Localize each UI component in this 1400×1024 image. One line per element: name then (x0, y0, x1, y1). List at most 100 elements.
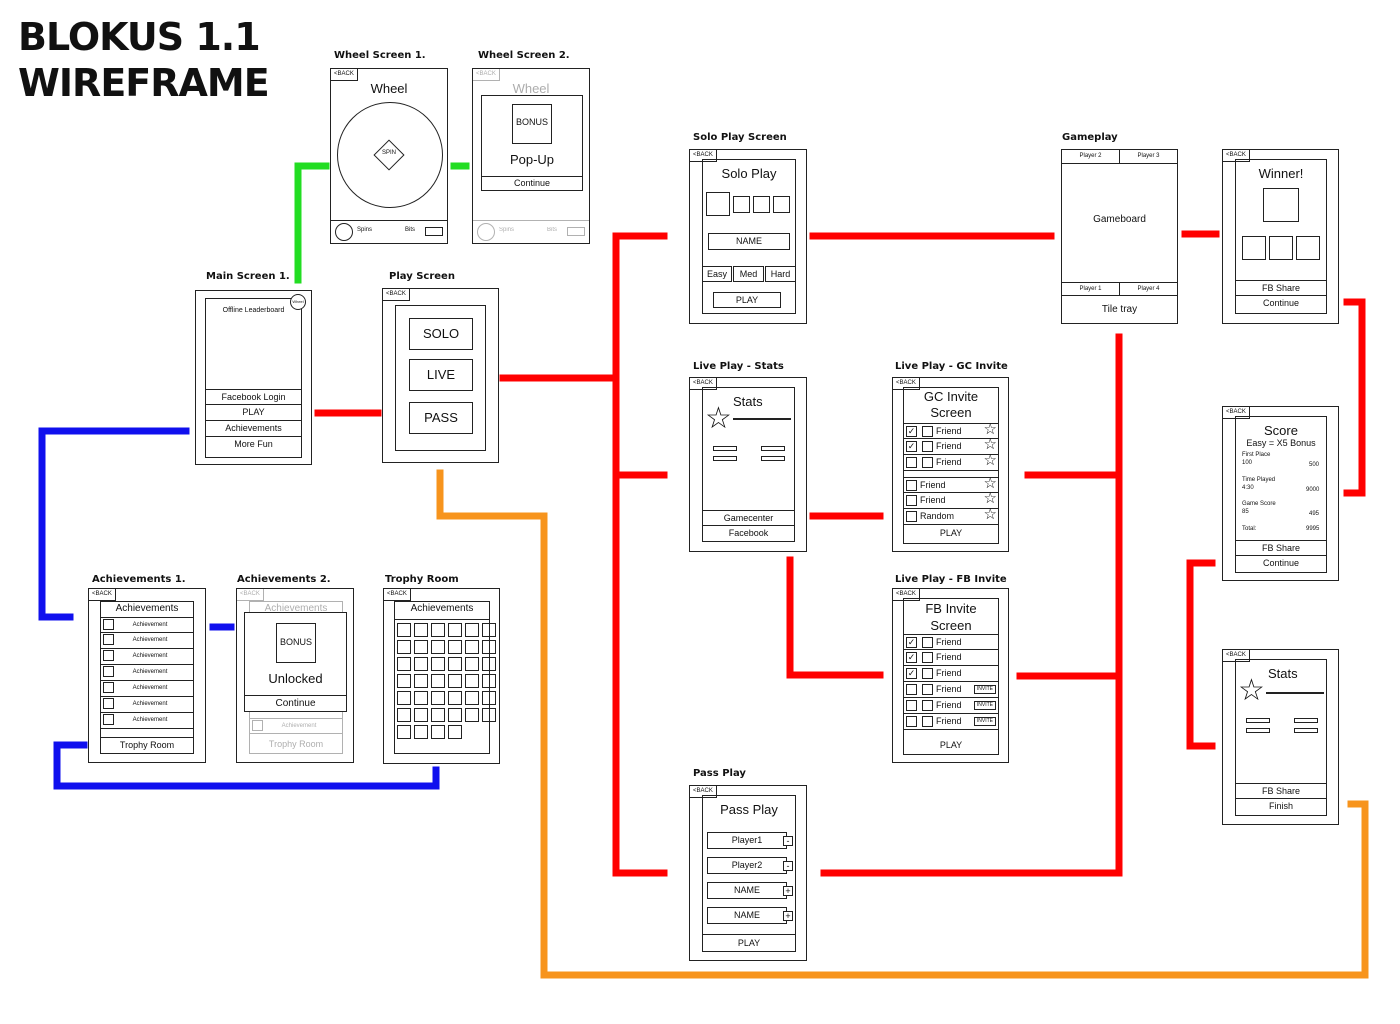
trophy-slot[interactable] (414, 640, 428, 654)
trophy-slot[interactable] (448, 623, 462, 637)
trophy-slot[interactable] (482, 691, 496, 705)
name-field[interactable]: NAME (707, 907, 787, 924)
trophy-slot[interactable] (431, 691, 445, 705)
facebook-button[interactable]: Facebook (728, 528, 769, 538)
trophy-slot[interactable] (482, 640, 496, 654)
back-button[interactable]: <BACK (892, 377, 920, 390)
trophy-slot[interactable] (448, 725, 462, 739)
trophy-slot[interactable] (431, 674, 445, 688)
checkbox[interactable] (922, 426, 933, 438)
continue-button[interactable]: Continue (244, 695, 347, 712)
trophy-slot[interactable] (465, 640, 479, 654)
continue-button[interactable]: Continue (1262, 298, 1300, 308)
check-icon[interactable]: ✓ (906, 441, 917, 453)
check-icon[interactable]: ✓ (906, 668, 917, 680)
trophy-slot[interactable] (397, 708, 411, 722)
trophy-slot[interactable] (397, 725, 411, 739)
check-icon[interactable]: ✓ (906, 426, 917, 438)
trophy-slot[interactable] (431, 708, 445, 722)
friend-row[interactable]: ✓Friend☆ (904, 437, 998, 455)
trophy-slot[interactable] (431, 623, 445, 637)
gameboard[interactable]: Gameboard (1093, 214, 1146, 225)
play-button[interactable]: PLAY (713, 292, 781, 308)
trophy-slot[interactable] (414, 674, 428, 688)
play-button[interactable]: PLAY (939, 528, 963, 538)
random-row[interactable]: Random☆ (904, 507, 998, 525)
trophy-slot[interactable] (482, 708, 496, 722)
trophy-slot[interactable] (397, 674, 411, 688)
trophy-slot[interactable] (465, 657, 479, 671)
check-icon[interactable]: ✓ (906, 637, 917, 649)
remove-player-button[interactable]: - (783, 836, 793, 846)
trophy-room-button[interactable]: Trophy Room (101, 737, 193, 753)
checkbox[interactable] (922, 684, 933, 696)
trophy-slot[interactable] (465, 623, 479, 637)
trophy-slot[interactable] (397, 691, 411, 705)
trophy-slot[interactable] (431, 640, 445, 654)
friend-row[interactable]: ✓Friend☆ (904, 422, 998, 439)
pass-button[interactable]: PASS (409, 402, 473, 434)
fb-share-button[interactable]: FB Share (1236, 280, 1326, 296)
trophy-slot[interactable] (414, 708, 428, 722)
trophy-slot[interactable] (414, 725, 428, 739)
friend-row[interactable]: ✓Friend (904, 666, 998, 682)
friend-row[interactable]: Friend☆ (904, 476, 998, 493)
checkbox[interactable] (906, 511, 917, 523)
checkbox[interactable] (906, 716, 917, 728)
hard-button[interactable]: Hard (765, 266, 796, 282)
med-button[interactable]: Med (733, 266, 764, 282)
trophy-room-button[interactable]: Trophy Room (268, 739, 324, 749)
player2-field[interactable]: Player2 (707, 857, 787, 874)
more-fun-button[interactable]: More Fun (234, 439, 273, 449)
facebook-login-button[interactable]: Facebook Login (206, 389, 301, 405)
trophy-slot[interactable] (448, 708, 462, 722)
invite-button[interactable]: INVITE (973, 701, 996, 710)
solo-button[interactable]: SOLO (409, 318, 473, 350)
wheel-circle[interactable] (337, 102, 443, 208)
add-player-button[interactable]: + (783, 886, 793, 896)
trophy-slot[interactable] (482, 623, 496, 637)
invite-button[interactable]: INVITE (973, 685, 996, 694)
player1-field[interactable]: Player1 (707, 832, 787, 849)
back-button[interactable]: <BACK (330, 68, 358, 81)
continue-button[interactable]: Continue (1262, 558, 1300, 568)
back-button[interactable]: <BACK (472, 68, 500, 81)
play-button[interactable]: PLAY (703, 934, 795, 951)
play-button[interactable]: PLAY (939, 740, 963, 750)
easy-button[interactable]: Easy (702, 266, 732, 282)
trophy-slot[interactable] (414, 691, 428, 705)
trophy-slot[interactable] (414, 623, 428, 637)
finish-button[interactable]: Finish (1268, 801, 1293, 811)
back-button[interactable]: <BACK (382, 288, 410, 301)
trophy-slot[interactable] (465, 708, 479, 722)
trophy-slot[interactable] (448, 640, 462, 654)
add-player-button[interactable]: + (783, 911, 793, 921)
checkbox[interactable] (922, 652, 933, 664)
continue-button[interactable]: Continue (481, 176, 583, 191)
trophy-slot[interactable] (482, 657, 496, 671)
back-button[interactable]: <BACK (236, 588, 264, 601)
trophy-slot[interactable] (448, 691, 462, 705)
achievements-button[interactable]: Achievements (206, 421, 301, 437)
wheel-badge-icon[interactable]: Wheel (290, 294, 306, 310)
checkbox[interactable] (922, 716, 933, 728)
tile-tray[interactable]: Tile tray (1101, 304, 1138, 315)
checkbox[interactable] (922, 700, 933, 712)
trophy-slot[interactable] (482, 674, 496, 688)
name-field[interactable]: NAME (707, 882, 787, 899)
back-button[interactable]: <BACK (383, 588, 411, 601)
trophy-slot[interactable] (414, 657, 428, 671)
checkbox[interactable] (906, 700, 917, 712)
trophy-slot[interactable] (448, 674, 462, 688)
friend-row[interactable]: Friend☆ (904, 491, 998, 509)
invite-button[interactable]: INVITE (973, 717, 996, 726)
trophy-slot[interactable] (431, 657, 445, 671)
friend-row[interactable]: ✓Friend (904, 650, 998, 666)
back-button[interactable]: <BACK (88, 588, 116, 601)
checkbox[interactable] (906, 495, 917, 507)
play-button[interactable]: PLAY (206, 405, 301, 421)
friend-row[interactable]: ✓Friend (904, 634, 998, 650)
